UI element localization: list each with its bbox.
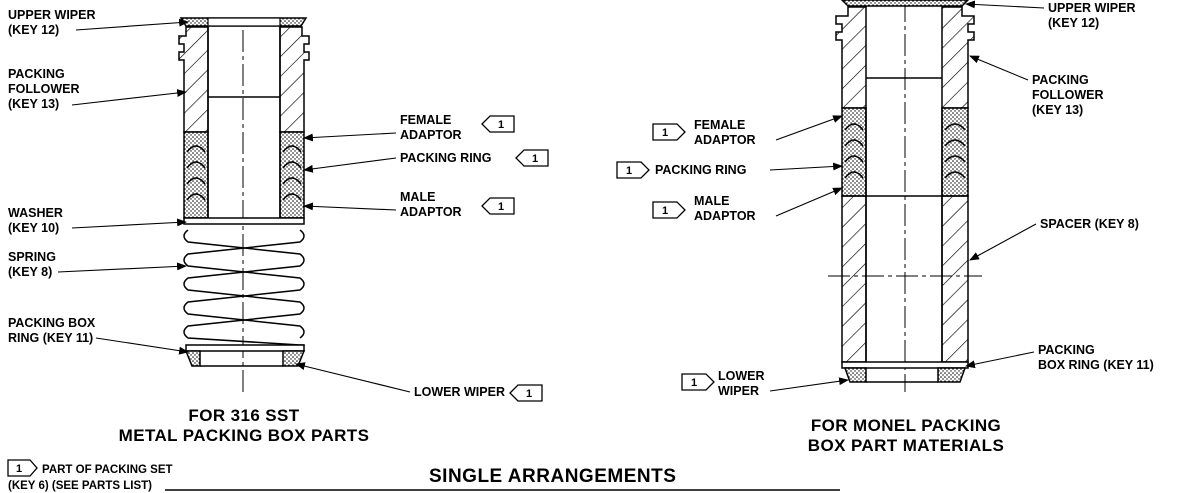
flag-right-lower-wiper: 1 [681,373,715,391]
flag-number: 1 [662,127,668,139]
flag-number: 1 [498,119,504,131]
label-packing-follower-2: FOLLOWER [8,82,80,96]
flag-number: 1 [626,165,632,177]
legend-line2: (KEY 6) (SEE PARTS LIST) [8,480,152,492]
legend: 1 PART OF PACKING SET (KEY 6) (SEE PARTS… [7,459,173,492]
flag-right-male: 1 [652,201,686,219]
label-packing-follower-key: (KEY 13) [1032,103,1083,117]
left-washer [183,217,305,225]
left-upper-wiper [179,17,308,27]
label-washer: WASHER [8,206,63,220]
right-upper-wiper [840,0,970,7]
label-packing-ring: PACKING RING [655,163,746,177]
flag-number: 1 [526,388,532,400]
label-upper-wiper: UPPER WIPER [1048,1,1136,15]
label-spring-key: (KEY 8) [8,265,52,279]
label-packing-box: PACKING BOX [8,316,96,330]
left-assembly [178,17,310,395]
label-spacer: SPACER (KEY 8) [1040,217,1139,231]
label-lower-wiper: LOWER WIPER [414,385,505,399]
right-caption-line1: FOR MONEL PACKING [811,416,1001,435]
label-male: MALE [694,194,729,208]
label-male-adaptor: ADAPTOR [400,205,462,219]
label-wiper: WIPER [718,384,759,398]
right-labels: UPPER WIPER (KEY 12) PACKING FOLLOWER (K… [616,0,1154,455]
legend-line1: PART OF PACKING SET [42,464,173,476]
right-assembly [828,0,982,392]
label-spring: SPRING [8,250,56,264]
legend-flag: 1 [7,459,38,477]
label-male: MALE [400,190,435,204]
flag-number: 1 [691,377,697,389]
label-box-ring-key: BOX RING (KEY 11) [1038,358,1154,372]
flag-number: 1 [532,153,538,165]
right-caption-line2: BOX PART MATERIALS [808,436,1004,455]
label-packing-follower: PACKING [8,67,65,81]
right-packing-box-ring [841,361,969,383]
left-caption-line1: FOR 316 SST [188,406,299,425]
flag-right-female: 1 [652,123,686,141]
left-caption-line2: METAL PACKING BOX PARTS [119,426,370,445]
label-packing: PACKING [1038,343,1095,357]
label-upper-wiper-key: (KEY 12) [8,23,59,37]
flag-number: 1 [662,205,668,217]
label-packing-follower-2: FOLLOWER [1032,88,1104,102]
label-female-adaptor: ADAPTOR [694,133,756,147]
label-packing-follower: PACKING [1032,73,1089,87]
label-female: FEMALE [694,118,745,132]
right-packing-follower [835,6,975,109]
right-spacer [841,195,969,363]
figure-title: SINGLE ARRANGEMENTS [429,466,676,487]
flag-right-packing-ring: 1 [616,161,650,179]
flag-number: 1 [16,463,22,475]
label-female: FEMALE [400,113,451,127]
label-washer-key: (KEY 10) [8,221,59,235]
label-upper-wiper-key: (KEY 12) [1048,16,1099,30]
flag-left-lower-wiper: 1 [509,384,543,402]
right-packing-stack [841,107,969,197]
flag-left-male: 1 [481,197,515,215]
label-lower: LOWER [718,369,765,383]
label-packing-ring: PACKING RING [400,151,491,165]
flag-number: 1 [498,201,504,213]
left-packing-box-ring [184,344,306,367]
left-packing-follower [178,26,310,133]
label-packing-box-ring-key: RING (KEY 11) [8,331,93,345]
label-packing-follower-key: (KEY 13) [8,97,59,111]
flag-left-packing-ring: 1 [515,149,549,167]
label-male-adaptor: ADAPTOR [694,209,756,223]
label-female-adaptor: ADAPTOR [400,128,462,142]
left-labels: UPPER WIPER (KEY 12) PACKING FOLLOWER (K… [8,8,549,445]
label-upper-wiper: UPPER WIPER [8,8,96,22]
flag-left-female: 1 [481,115,515,133]
left-packing-stack [183,131,305,219]
